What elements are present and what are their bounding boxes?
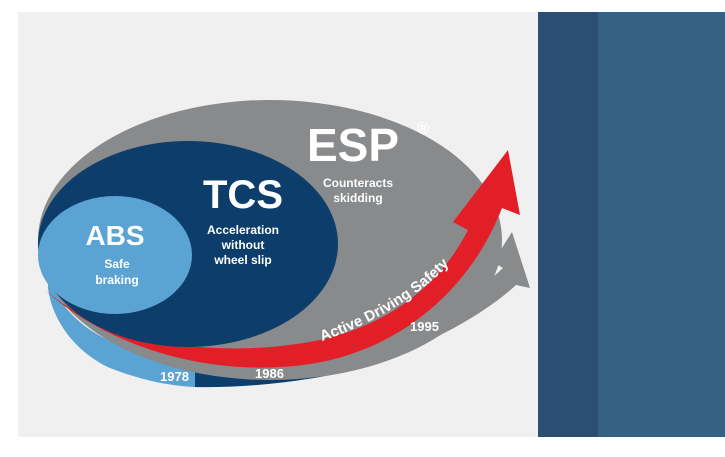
blue-panel-stripe (538, 12, 598, 437)
tcs-description-line1: Acceleration (207, 223, 279, 237)
year-1978-label: 1978 (160, 369, 189, 384)
year-1995-label: 1995 (410, 319, 439, 334)
esp-description-line2: skidding (333, 191, 382, 205)
active-driving-safety-arrow (45, 150, 520, 368)
esp-registered-mark: ® (417, 119, 430, 138)
abs-description-line2: braking (95, 273, 138, 287)
tcs-description-line2: without (221, 238, 265, 252)
tcs-description-line3: wheel slip (213, 253, 271, 267)
abs-description-line1: Safe (104, 257, 130, 271)
band-1978 (48, 262, 195, 387)
abs-title: ABS (85, 220, 144, 251)
year-1986-label: 1986 (255, 366, 284, 381)
esp-description-line1: Counteracts (323, 176, 393, 190)
abs-ellipse (38, 196, 192, 314)
tcs-title: TCS (203, 173, 283, 217)
esp-title: ESP (307, 119, 399, 171)
blue-panel (598, 12, 725, 437)
